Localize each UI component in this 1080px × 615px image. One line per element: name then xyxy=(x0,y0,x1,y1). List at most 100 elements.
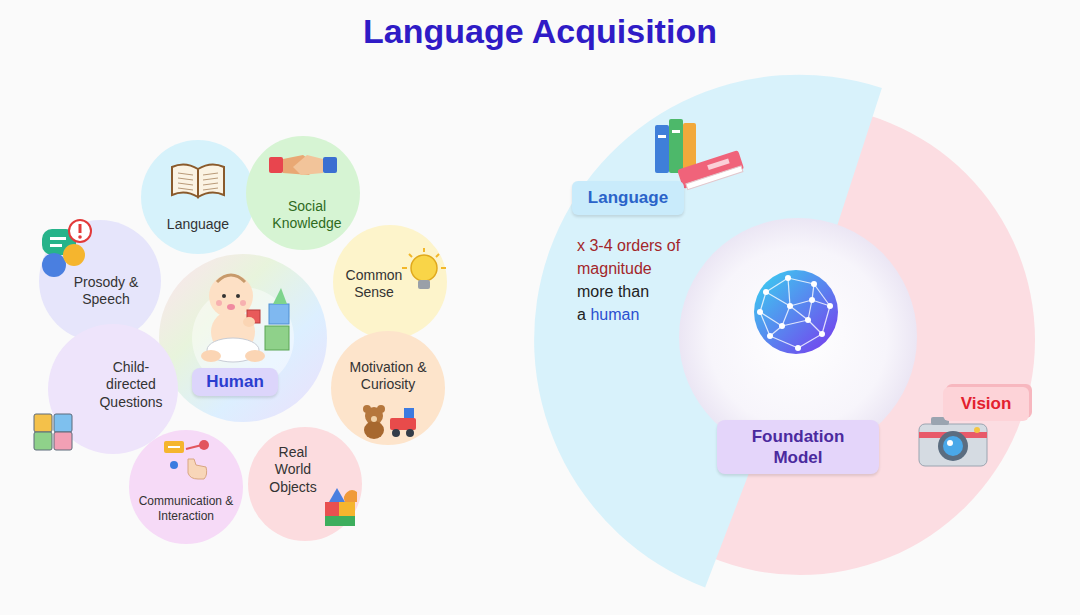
note-text: human xyxy=(590,306,639,323)
icon-part xyxy=(707,159,729,171)
note-block: x 3-4 orders of magnitudemore than ahuma… xyxy=(577,234,699,326)
icon-part xyxy=(377,405,385,413)
circle-outline xyxy=(129,430,243,544)
icon-part xyxy=(236,294,240,298)
icon-part xyxy=(325,502,339,516)
node-text: Child-directed Questions xyxy=(94,359,168,412)
icon-part xyxy=(178,188,193,190)
icon-part xyxy=(655,125,669,173)
icon-part xyxy=(69,220,91,242)
icon-part xyxy=(50,237,66,240)
blocks-icon xyxy=(325,488,357,526)
topic-circle: Child-directed Questions xyxy=(47,323,179,455)
icon-part xyxy=(788,278,814,284)
model-circle: Foundation Model xyxy=(678,217,918,457)
icon-part xyxy=(198,164,224,197)
icon-part xyxy=(766,292,790,306)
icon-part xyxy=(418,280,430,289)
icon-part xyxy=(199,440,209,450)
icon-part xyxy=(938,431,968,461)
note-text: x 3-4 orders of magnitude xyxy=(577,234,699,280)
icon-part xyxy=(785,275,791,281)
icon-part xyxy=(364,421,384,439)
icon-part xyxy=(293,155,323,175)
icon-part xyxy=(672,130,680,133)
icon-part xyxy=(363,405,371,413)
node-label: Vision xyxy=(961,393,1012,414)
icon-part xyxy=(669,119,683,173)
circle-shape xyxy=(128,429,244,545)
icon-part xyxy=(203,173,218,175)
icon-part xyxy=(436,254,439,257)
circle-outline xyxy=(246,136,360,250)
note-line: more than ahuman xyxy=(577,280,659,326)
icon-part xyxy=(178,173,193,175)
hands-icon xyxy=(269,155,337,175)
icon-part xyxy=(782,320,808,326)
icon-part xyxy=(814,284,830,306)
node-text: Social Knowledge xyxy=(262,198,352,233)
node-text: Motivation & Curiosity xyxy=(338,359,438,394)
icon-part xyxy=(78,235,82,239)
bulb-icon xyxy=(402,248,446,289)
icon-part xyxy=(943,436,963,456)
icon-part xyxy=(767,333,773,339)
icon-part xyxy=(411,255,437,281)
icon-part xyxy=(827,303,833,309)
icon-part xyxy=(227,304,235,310)
icon-part xyxy=(406,429,414,437)
icon-part xyxy=(54,414,72,432)
abc-icon xyxy=(34,414,72,450)
icon-part xyxy=(409,254,412,257)
label-box: Vision xyxy=(943,387,1030,420)
icon-part xyxy=(805,317,811,323)
bubbles-icon xyxy=(42,220,91,277)
node-text: Real World Objects xyxy=(265,444,321,497)
circle-outline xyxy=(39,220,161,342)
icon-part xyxy=(798,334,822,348)
circle-shape xyxy=(158,253,328,423)
icon-part xyxy=(763,289,769,295)
icon-part xyxy=(404,408,414,418)
icon-part xyxy=(79,224,82,233)
icon-part xyxy=(216,300,222,306)
icon-part xyxy=(779,323,785,329)
icon-part xyxy=(178,183,193,185)
topic-circle: Communication & Interaction xyxy=(128,429,244,545)
icon-part xyxy=(788,278,790,306)
circle-shape xyxy=(140,139,256,255)
camera-icon xyxy=(919,417,987,466)
topic-circle: Social Knowledge xyxy=(245,135,361,251)
circle-outline xyxy=(141,140,255,254)
icon-part xyxy=(441,267,446,269)
circle-outline xyxy=(248,427,362,541)
node-text: Language xyxy=(148,216,248,234)
icon-part xyxy=(760,292,766,312)
icon-part xyxy=(203,183,218,185)
icon-part xyxy=(677,150,745,191)
circle-outline xyxy=(48,324,178,454)
icon-part xyxy=(201,350,221,362)
icon-part xyxy=(243,317,255,327)
icon-part xyxy=(34,414,52,432)
icon-part xyxy=(423,248,425,252)
node-text: Common Sense xyxy=(339,267,409,302)
icon-part xyxy=(245,350,265,362)
icon-part xyxy=(344,490,357,502)
icon-part xyxy=(811,281,817,287)
icon-part xyxy=(50,244,62,247)
icon-part xyxy=(790,300,812,306)
icon-part xyxy=(795,345,801,351)
icon-part xyxy=(265,326,289,350)
baby-icon xyxy=(201,274,289,362)
icon-part xyxy=(686,166,743,190)
icon-part xyxy=(172,164,198,197)
label-box: Language xyxy=(572,181,684,214)
icon-part xyxy=(392,429,400,437)
node-text: Communication & Interaction xyxy=(130,494,242,524)
icon-part xyxy=(323,157,337,173)
icon-part xyxy=(188,459,207,479)
diagram-title: Language Acquisition xyxy=(0,12,1080,51)
icon-part xyxy=(203,188,218,190)
